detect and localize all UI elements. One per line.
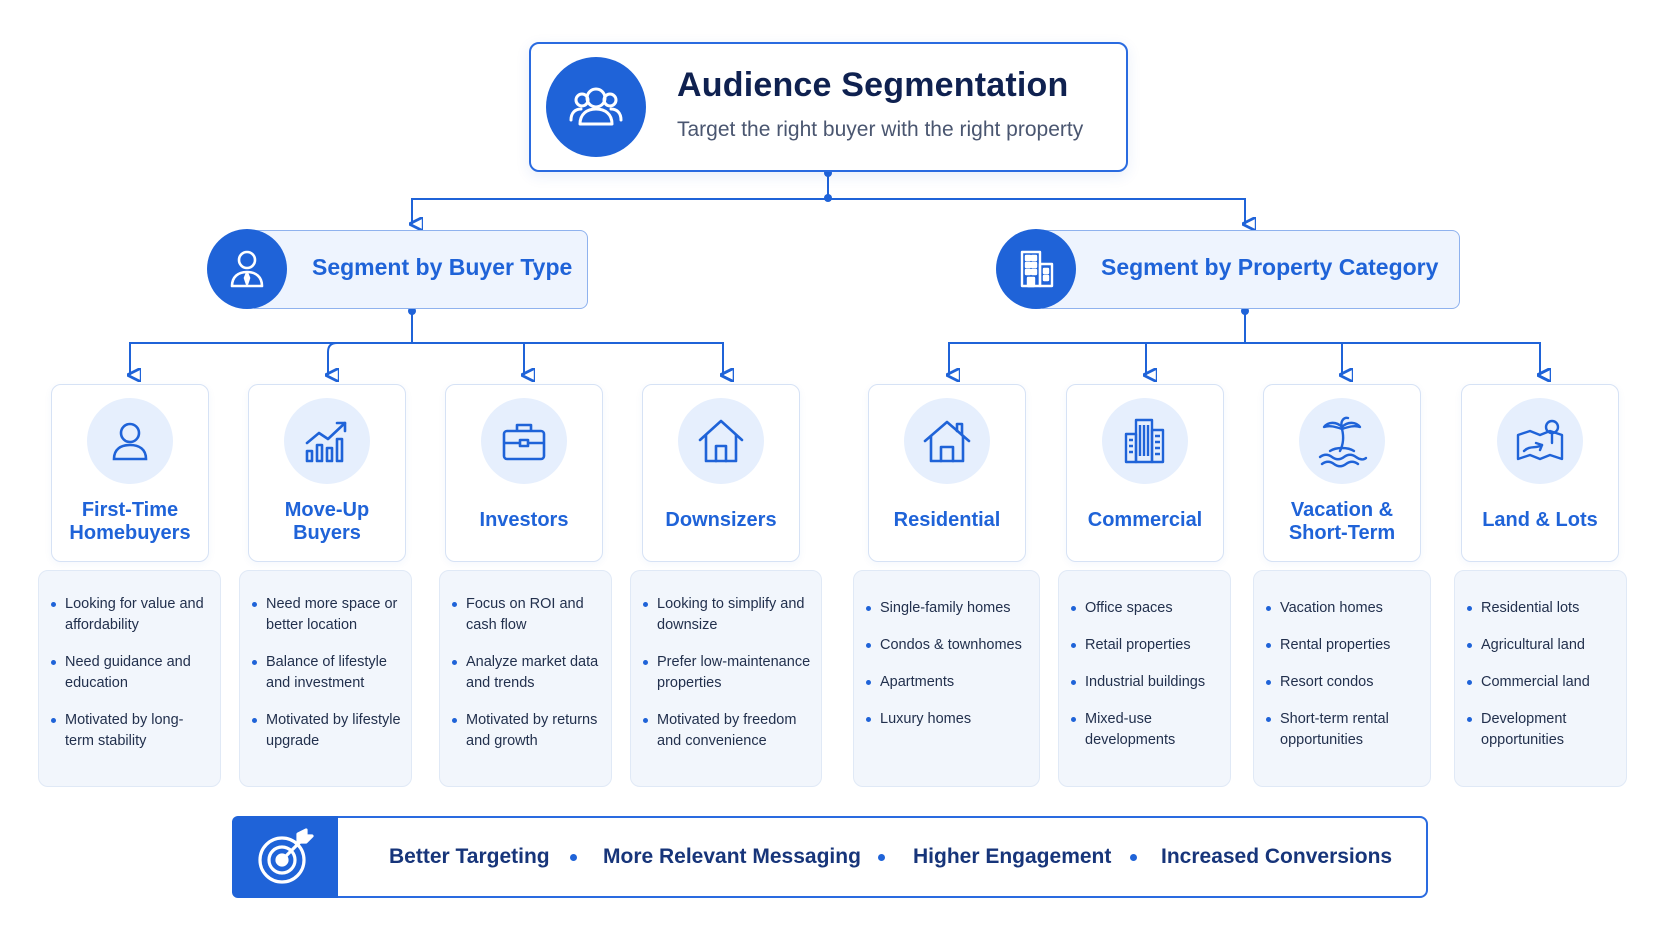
category-label-investors: Investors (479, 509, 569, 531)
building-icon (996, 229, 1076, 309)
list-item: Condos & townhomes (866, 635, 1031, 656)
list-item: Single-family homes (866, 598, 1031, 619)
category-label-commercial: Commercial (1087, 509, 1203, 531)
list-item: Looking for value and affordability (51, 594, 212, 636)
benefit-relevant-messaging: More Relevant Messaging (603, 845, 861, 868)
list-item: Need guidance and education (51, 652, 212, 694)
points-list-residential: Single-family homes Condos & townhomes A… (854, 571, 1039, 730)
segment-buyer-type-title: Segment by Buyer Type (312, 254, 573, 280)
list-item: Motivated by returns and growth (452, 710, 603, 752)
list-item: Rental properties (1266, 635, 1422, 656)
list-item: Vacation homes (1266, 598, 1422, 619)
list-item: Residential lots (1467, 598, 1618, 619)
list-item: Balance of lifestyle and investment (252, 652, 403, 694)
points-box-first-time: Looking for value and affordability Need… (38, 570, 221, 787)
points-box-move-up: Need more space or better location Balan… (239, 570, 412, 787)
benefit-separator (1130, 854, 1137, 861)
points-list-move-up: Need more space or better location Balan… (240, 571, 411, 752)
list-item: Need more space or better location (252, 594, 403, 636)
list-item: Resort condos (1266, 672, 1422, 693)
target-icon (232, 816, 338, 898)
points-box-land: Residential lots Agricultural land Comme… (1454, 570, 1627, 787)
growth-chart-icon (284, 398, 370, 484)
list-item: Retail properties (1071, 635, 1222, 656)
points-list-vacation: Vacation homes Rental properties Resort … (1254, 571, 1430, 751)
palm-tree-icon (1299, 398, 1385, 484)
points-box-commercial: Office spaces Retail properties Industri… (1058, 570, 1231, 787)
points-box-investors: Focus on ROI and cash flow Analyze marke… (439, 570, 612, 787)
land-map-icon (1497, 398, 1583, 484)
briefcase-icon (481, 398, 567, 484)
list-item: Industrial buildings (1071, 672, 1222, 693)
benefit-better-targeting: Better Targeting (389, 845, 550, 868)
person-icon (87, 398, 173, 484)
benefits-bar (232, 816, 1428, 898)
category-label-vacation: Vacation &Short-Term (1288, 499, 1396, 544)
page-subtitle: Target the right buyer with the right pr… (677, 118, 1084, 141)
list-item: Luxury homes (866, 709, 1031, 730)
category-label-residential: Residential (893, 509, 1001, 531)
list-item: Focus on ROI and cash flow (452, 594, 603, 636)
points-list-commercial: Office spaces Retail properties Industri… (1059, 571, 1230, 751)
benefit-higher-engagement: Higher Engagement (913, 845, 1112, 868)
points-box-vacation: Vacation homes Rental properties Resort … (1253, 570, 1431, 787)
home-icon (904, 398, 990, 484)
points-box-downsizers: Looking to simplify and downsize Prefer … (630, 570, 822, 787)
list-item: Analyze market data and trends (452, 652, 603, 694)
list-item: Looking to simplify and downsize (643, 594, 815, 636)
office-tower-icon (1102, 398, 1188, 484)
person-tie-icon (207, 229, 287, 309)
list-item: Commercial land (1467, 672, 1618, 693)
benefit-increased-conversions: Increased Conversions (1161, 845, 1393, 868)
points-list-first-time: Looking for value and affordability Need… (39, 571, 220, 752)
segment-property-category-title: Segment by Property Category (1101, 254, 1439, 280)
list-item: Motivated by freedom and convenience (643, 710, 815, 752)
list-item: Agricultural land (1467, 635, 1618, 656)
users-icon (546, 57, 646, 157)
segment-property-category-card (1036, 230, 1460, 309)
category-label-downsizers: Downsizers (665, 509, 777, 531)
list-item: Mixed-use developments (1071, 709, 1222, 751)
list-item: Motivated by lifestyle upgrade (252, 710, 403, 752)
page-title: Audience Segmentation (677, 66, 1069, 104)
list-item: Prefer low-maintenance properties (643, 652, 815, 694)
points-list-land: Residential lots Agricultural land Comme… (1455, 571, 1626, 751)
points-list-downsizers: Looking to simplify and downsize Prefer … (631, 571, 821, 752)
benefit-separator (878, 854, 885, 861)
points-list-investors: Focus on ROI and cash flow Analyze marke… (440, 571, 611, 752)
list-item: Motivated by long-term stability (51, 710, 212, 752)
list-item: Development opportunities (1467, 709, 1618, 751)
list-item: Short-term rental opportunities (1266, 709, 1422, 751)
segment-buyer-type-card (248, 230, 588, 309)
list-item: Office spaces (1071, 598, 1222, 619)
points-box-residential: Single-family homes Condos & townhomes A… (853, 570, 1040, 787)
list-item: Apartments (866, 672, 1031, 693)
house-icon (678, 398, 764, 484)
benefit-separator (570, 854, 577, 861)
category-label-land: Land & Lots (1482, 509, 1598, 531)
